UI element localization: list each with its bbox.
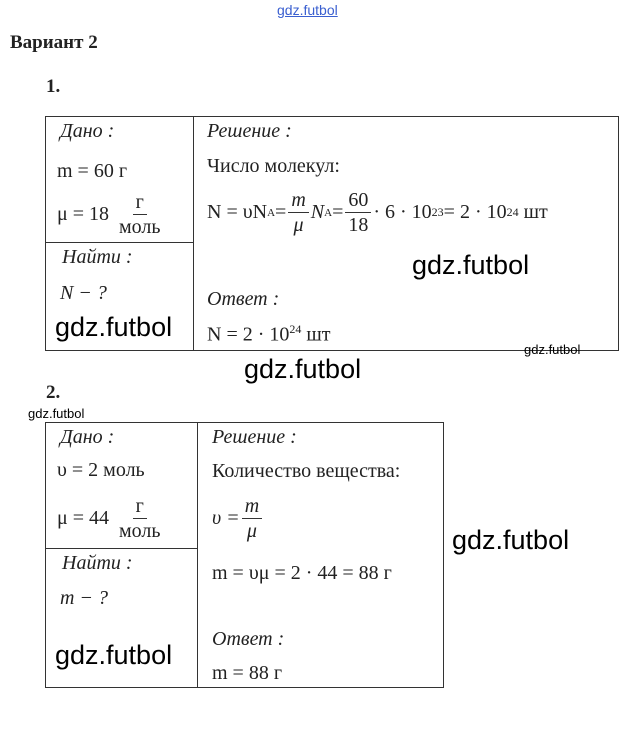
unit-numerator: г (132, 494, 147, 519)
problem-2-table (45, 422, 444, 688)
formula-part: = (275, 201, 287, 223)
find-value: m − ? (60, 587, 108, 609)
answer-label: Ответ : (212, 628, 285, 650)
fraction-numerator: m (241, 494, 263, 519)
watermark: gdz.futbol (524, 342, 581, 357)
formula-mass: m = υμ = 2 · 44 = 88 г (212, 562, 392, 584)
given-mass: m = 60 г (57, 160, 128, 182)
given-label: Дано : (60, 426, 115, 448)
molar-mass-value: μ = 18 (57, 203, 110, 225)
answer-text: N = 2 · 10 (207, 323, 290, 346)
step-title: Число молекул: (207, 155, 340, 177)
fraction-numerator: 60 (345, 188, 372, 213)
formula-part: N = υN (207, 201, 268, 223)
fraction-denominator: 18 (348, 214, 369, 236)
answer-exponent: 24 (289, 322, 302, 336)
variant-heading: Вариант 2 (10, 32, 98, 53)
problem-1-table (45, 116, 619, 351)
unit-numerator: г (132, 190, 147, 215)
watermark: gdz.futbol (55, 312, 173, 342)
find-label: Найти : (62, 246, 133, 268)
formula-unit: шт (518, 201, 548, 223)
divider (45, 242, 193, 243)
find-label: Найти : (62, 552, 133, 574)
formula-exponent: 24 (506, 205, 519, 219)
formula-part: = (332, 201, 344, 223)
watermark: gdz.futbol (55, 640, 173, 670)
find-value: N − ? (60, 282, 107, 304)
solution-label: Решение : (212, 426, 297, 448)
watermark: gdz.futbol (28, 406, 85, 421)
formula-part: · 6 · 10 (373, 201, 432, 223)
fraction-numerator: m (288, 188, 309, 213)
divider (193, 116, 194, 351)
unit-denominator: моль (119, 520, 161, 542)
watermark: gdz.futbol (244, 354, 362, 384)
formula-exponent: 23 (431, 205, 444, 219)
solution-label: Решение : (207, 120, 292, 142)
formula-part: υ = (212, 507, 240, 529)
step-title: Количество вещества: (212, 460, 401, 482)
answer-label: Ответ : (207, 288, 280, 310)
watermark: gdz.futbol (412, 250, 530, 280)
watermark-link[interactable]: gdz.futbol (277, 2, 338, 18)
answer-value: m = 88 г (212, 662, 283, 684)
divider (197, 422, 198, 688)
divider (45, 548, 197, 549)
watermark: gdz.futbol (452, 525, 570, 555)
answer-value: N = 2 · 1024 шт (207, 322, 331, 347)
given-label: Дано : (60, 120, 115, 142)
problem-1-number: 1. (46, 76, 61, 97)
fraction-denominator: μ (246, 520, 257, 542)
formula-part: = 2 · 10 (443, 201, 507, 223)
formula-subscript: A (267, 206, 276, 219)
formula-part: N (310, 201, 325, 223)
given-amount: υ = 2 моль (57, 459, 145, 481)
fraction-denominator: μ (293, 214, 304, 236)
problem-2-number: 2. (46, 382, 61, 403)
molar-mass-value: μ = 44 (57, 507, 110, 529)
formula-subscript: A (324, 206, 333, 219)
unit-denominator: моль (119, 216, 161, 238)
answer-unit: шт (301, 323, 331, 346)
